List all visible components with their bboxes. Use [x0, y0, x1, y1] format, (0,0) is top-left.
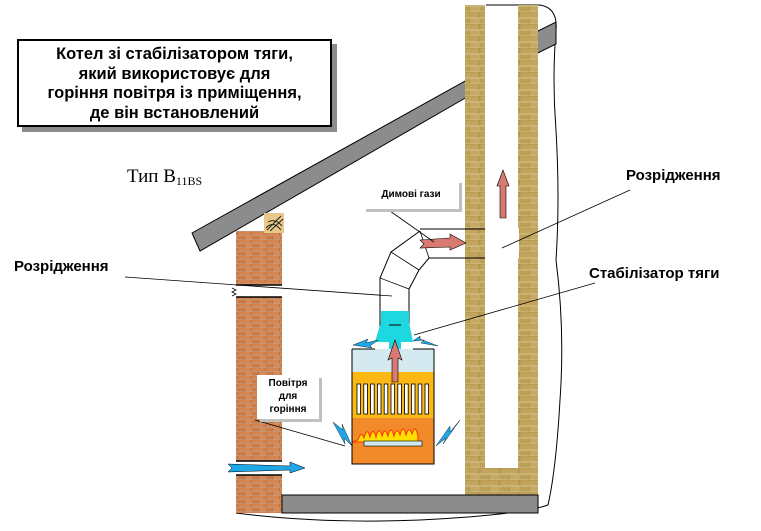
- wall-upper: [236, 231, 282, 285]
- heat-exchanger-fin: [356, 383, 361, 415]
- title-line: де він встановлений: [89, 103, 260, 122]
- gas-arrow-boiler: [387, 339, 403, 383]
- label-rarefaction-right: Розрідження: [626, 167, 721, 184]
- label-draft-stabilizer: Стабілізатор тяги: [589, 265, 720, 282]
- label-combustion-air-line: горіння: [269, 404, 307, 415]
- heat-exchanger-fin: [376, 383, 382, 415]
- title-line: який використовує для: [78, 64, 271, 83]
- building-outline: [235, 4, 563, 522]
- type-label: Тип B11BS: [127, 166, 202, 189]
- wall-lower-2: [236, 475, 282, 513]
- air-arrow-boiler-left: [332, 421, 353, 447]
- gas-arrow-chimney: [496, 169, 510, 219]
- heat-exchanger-fin: [390, 383, 395, 415]
- label-combustion-air-line: Повітря: [268, 378, 308, 389]
- title-box: Котел зі стабілізатором тяги, який викор…: [17, 39, 332, 127]
- heat-exchanger-fin: [410, 383, 416, 415]
- leader-combustion-air: [254, 419, 346, 447]
- air-arrow-stabilizer-left: [352, 338, 379, 349]
- label-combustion-air-line: для: [278, 391, 298, 402]
- leader-rarefaction-right: [501, 189, 631, 249]
- chimney-left-wall: [465, 5, 485, 266]
- heat-exchanger-fin: [417, 383, 423, 415]
- gas-arrow-flue: [419, 233, 467, 251]
- title-line: Котел зі стабілізатором тяги,: [56, 45, 293, 63]
- combustion-air-box: Повітря для горіння: [257, 375, 319, 419]
- title-line: горіння повітря із приміщення,: [47, 84, 302, 102]
- leader-rarefaction-left: [124, 276, 393, 297]
- chimney-left-wall-lower: [465, 258, 485, 496]
- air-arrow-boiler-right: [435, 419, 461, 447]
- chimney-bottom: [485, 468, 518, 496]
- chimney-right-wall: [518, 5, 538, 496]
- heat-exchanger-fin: [397, 383, 402, 415]
- leader-flue-gases: [389, 210, 435, 243]
- type-label-sub: 11BS: [175, 174, 203, 188]
- heat-exchanger-fin: [404, 383, 409, 415]
- air-arrow-inlet: [227, 461, 306, 474]
- label-flue-gases: Димові гази: [381, 189, 441, 200]
- heat-exchanger-fin: [424, 383, 429, 415]
- heat-exchanger-fin: [383, 383, 389, 415]
- label-rarefaction-left: Розрідження: [14, 258, 109, 275]
- heat-exchanger-fin: [370, 383, 375, 415]
- flue-gases-box: Димові гази: [363, 180, 459, 209]
- heat-exchanger-fin: [363, 383, 368, 415]
- leader-stabilizer: [413, 282, 596, 336]
- draft-stabilizer: [375, 311, 413, 350]
- type-label-main: Тип B: [127, 166, 176, 187]
- floor: [281, 494, 539, 514]
- air-arrow-stabilizer-right: [412, 335, 439, 347]
